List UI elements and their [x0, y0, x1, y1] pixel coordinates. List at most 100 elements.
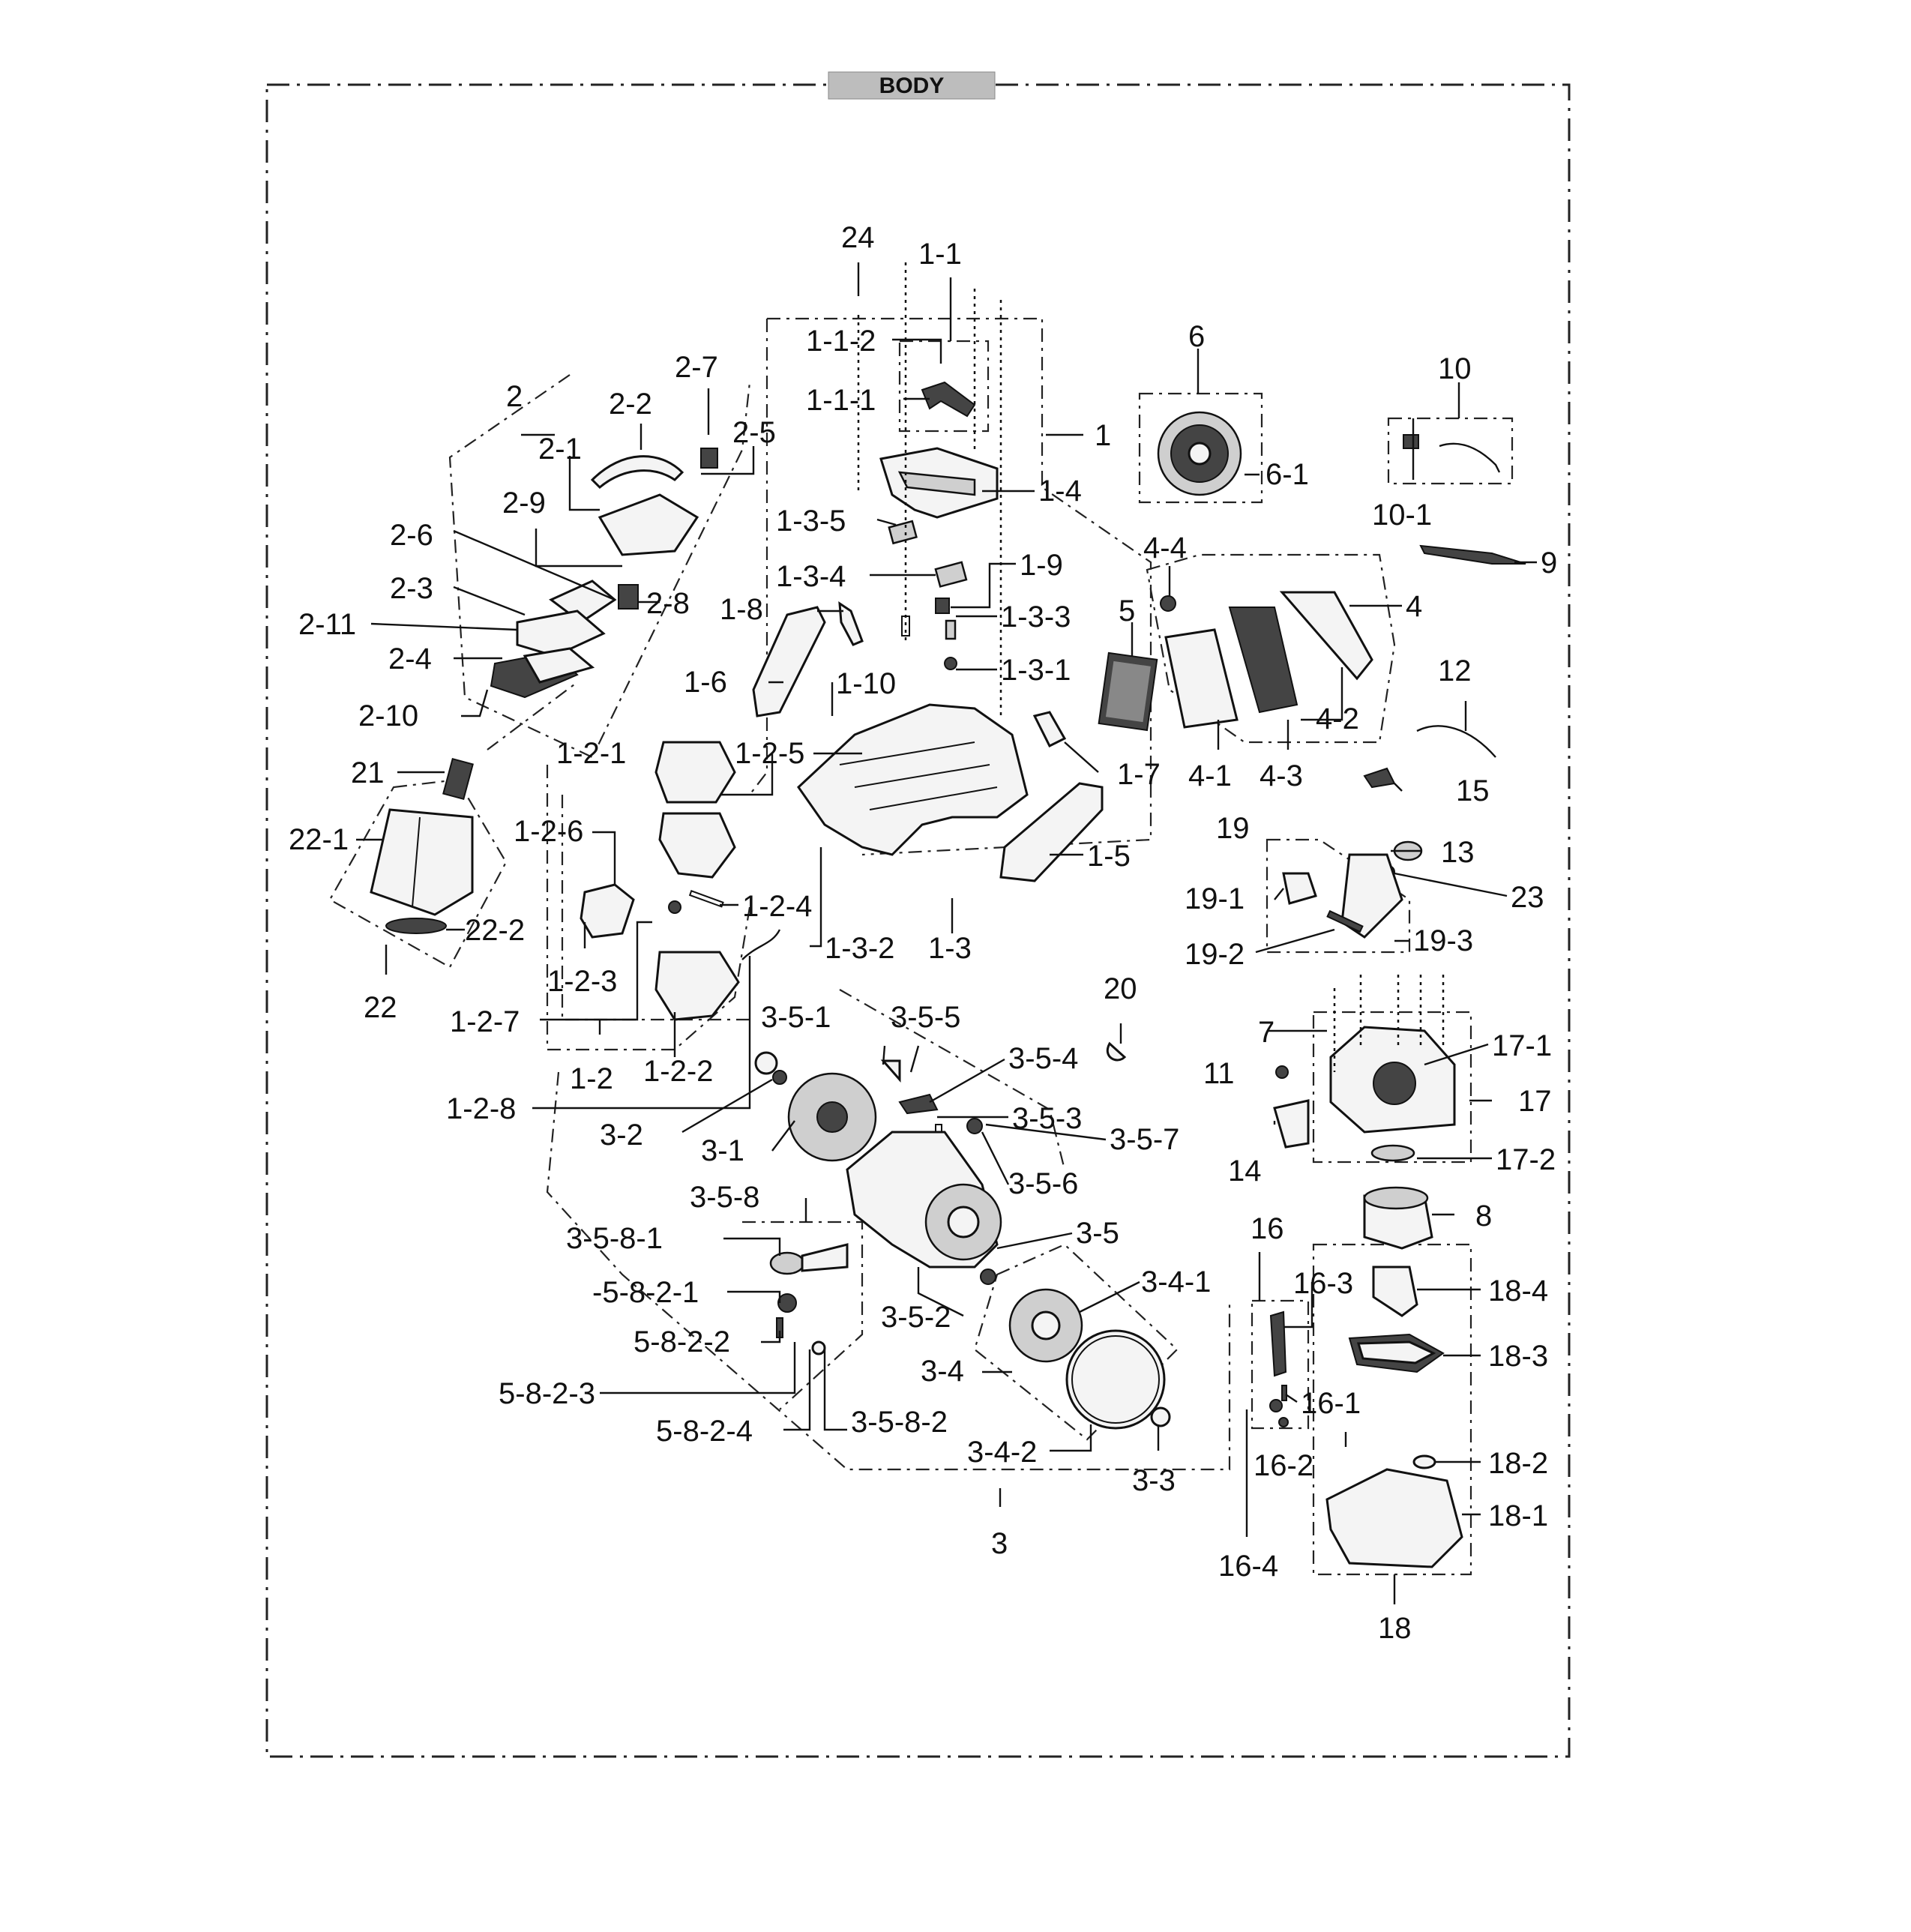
label-4: 4	[1406, 590, 1422, 623]
grip-part	[590, 455, 684, 490]
label-16-4: 16-4	[1218, 1550, 1278, 1583]
label-1-2-6: 1-2-6	[514, 815, 583, 848]
title-box: BODY	[828, 71, 996, 100]
label-1-3: 1-3	[928, 932, 972, 965]
label-2-5: 2-5	[732, 416, 776, 449]
label-2-8: 2-8	[646, 587, 690, 620]
leader-lines	[356, 262, 1537, 1604]
label-11: 11	[1203, 1057, 1235, 1090]
label-3-1: 3-1	[701, 1134, 744, 1167]
label-1-4: 1-4	[1038, 475, 1082, 508]
base-frame-part	[1325, 1468, 1463, 1568]
side-bar-right-part	[999, 782, 1104, 882]
callout-labels: 24 1-1 1-1-2 1-1-1 1 1-4 1-3-5 1-3-4 1-9…	[289, 221, 1557, 1645]
label-1-10: 1-10	[836, 667, 896, 700]
label-1-3-5: 1-3-5	[776, 505, 846, 538]
label-18-2: 18-2	[1488, 1447, 1548, 1480]
label-5-8-2-3: 5-8-2-3	[499, 1377, 595, 1410]
label-1-1-2: 1-1-2	[806, 325, 876, 358]
label-18: 18	[1378, 1612, 1412, 1645]
label-2-11: 2-11	[298, 608, 356, 641]
label-18-1: 18-1	[1488, 1499, 1548, 1532]
label-9: 9	[1541, 547, 1557, 580]
handle-part	[921, 381, 976, 418]
fastener-lines	[857, 262, 1445, 1072]
diagram-title: BODY	[879, 73, 945, 98]
label-21: 21	[351, 756, 385, 789]
label-3-5-7: 3-5-7	[1110, 1123, 1179, 1156]
label-6: 6	[1188, 320, 1205, 353]
label-1-3-4: 1-3-4	[776, 560, 846, 593]
label-19-3: 19-3	[1413, 924, 1473, 957]
label-22-2: 22-2	[465, 914, 525, 947]
label-3-5-8: 3-5-8	[690, 1181, 759, 1214]
label-2-4: 2-4	[388, 643, 432, 675]
label-17-2: 17-2	[1496, 1143, 1556, 1176]
label-3-5-8-2: 3-5-8-2	[851, 1406, 948, 1439]
label-1-2-5: 1-2-5	[735, 737, 804, 770]
label-1-2: 1-2	[570, 1062, 613, 1095]
label-1-8: 1-8	[720, 593, 763, 626]
label-18-4: 18-4	[1488, 1275, 1548, 1307]
label-2-7: 2-7	[675, 351, 718, 384]
label-19: 19	[1216, 812, 1250, 845]
label-3-5-2: 3-5-2	[881, 1301, 951, 1334]
label-3-5-1: 3-5-1	[761, 1001, 831, 1034]
label-1-2-2: 1-2-2	[643, 1055, 713, 1088]
label-2-2: 2-2	[609, 388, 652, 421]
label-3: 3	[991, 1527, 1008, 1560]
label-18-3: 18-3	[1488, 1340, 1548, 1373]
label-3-4: 3-4	[921, 1355, 964, 1388]
label-10: 10	[1438, 352, 1472, 385]
seal-ring-part	[1065, 1329, 1166, 1430]
label-5: 5	[1119, 595, 1135, 628]
label-22-1: 22-1	[289, 823, 349, 856]
label-1-2-4: 1-2-4	[742, 890, 812, 923]
label-3-4-2: 3-4-2	[967, 1436, 1037, 1469]
label-3-5-5: 3-5-5	[891, 1001, 960, 1034]
label-2-9: 2-9	[502, 487, 546, 520]
label-4-1: 4-1	[1188, 759, 1232, 792]
label-24: 24	[841, 221, 875, 254]
label-3-5: 3-5	[1076, 1217, 1119, 1250]
label-15: 15	[1456, 774, 1490, 807]
label-5-8-2-4: 5-8-2-4	[656, 1415, 753, 1448]
label-2-3: 2-3	[390, 572, 433, 605]
label-3-5-4: 3-5-4	[1008, 1042, 1078, 1075]
label-1-7: 1-7	[1117, 758, 1161, 791]
label-2-6: 2-6	[390, 519, 433, 552]
label-22: 22	[364, 991, 397, 1024]
label-16-3: 16-3	[1293, 1267, 1353, 1300]
label-1-6: 1-6	[684, 666, 727, 699]
label-3-5-6: 3-5-6	[1008, 1167, 1078, 1200]
label-1: 1	[1095, 419, 1111, 452]
label-4-4: 4-4	[1143, 532, 1187, 565]
label-1-2-7: 1-2-7	[450, 1005, 520, 1038]
label-20: 20	[1104, 972, 1137, 1005]
label-10-1: 10-1	[1372, 499, 1432, 532]
label-16-1: 16-1	[1301, 1387, 1361, 1420]
label-3-5-3: 3-5-3	[1012, 1102, 1082, 1135]
label-16: 16	[1251, 1212, 1284, 1245]
label-1-1: 1-1	[918, 238, 962, 271]
label-3-3: 3-3	[1132, 1464, 1176, 1497]
label-2: 2	[506, 380, 523, 413]
label-3-2: 3-2	[600, 1119, 643, 1152]
label-1-3-1: 1-3-1	[1001, 654, 1071, 687]
label-23: 23	[1511, 881, 1544, 914]
label-1-9: 1-9	[1020, 549, 1063, 582]
label-1-2-8: 1-2-8	[446, 1092, 516, 1125]
label-19-2: 19-2	[1185, 938, 1245, 971]
label-8: 8	[1475, 1200, 1492, 1233]
label-1-5: 1-5	[1087, 840, 1131, 873]
label-5-8-2-2: 5-8-2-2	[634, 1325, 730, 1358]
label-1-1-1: 1-1-1	[806, 384, 876, 417]
side-bar-part	[752, 606, 826, 717]
label-16-2: 16-2	[1254, 1449, 1313, 1482]
label-17: 17	[1518, 1085, 1552, 1118]
label-4-3: 4-3	[1260, 759, 1303, 792]
label-1-2-3: 1-2-3	[547, 965, 617, 998]
label-13: 13	[1441, 836, 1475, 869]
label-5-8-2-1: -5-8-2-1	[592, 1276, 699, 1309]
label-12: 12	[1438, 654, 1472, 687]
